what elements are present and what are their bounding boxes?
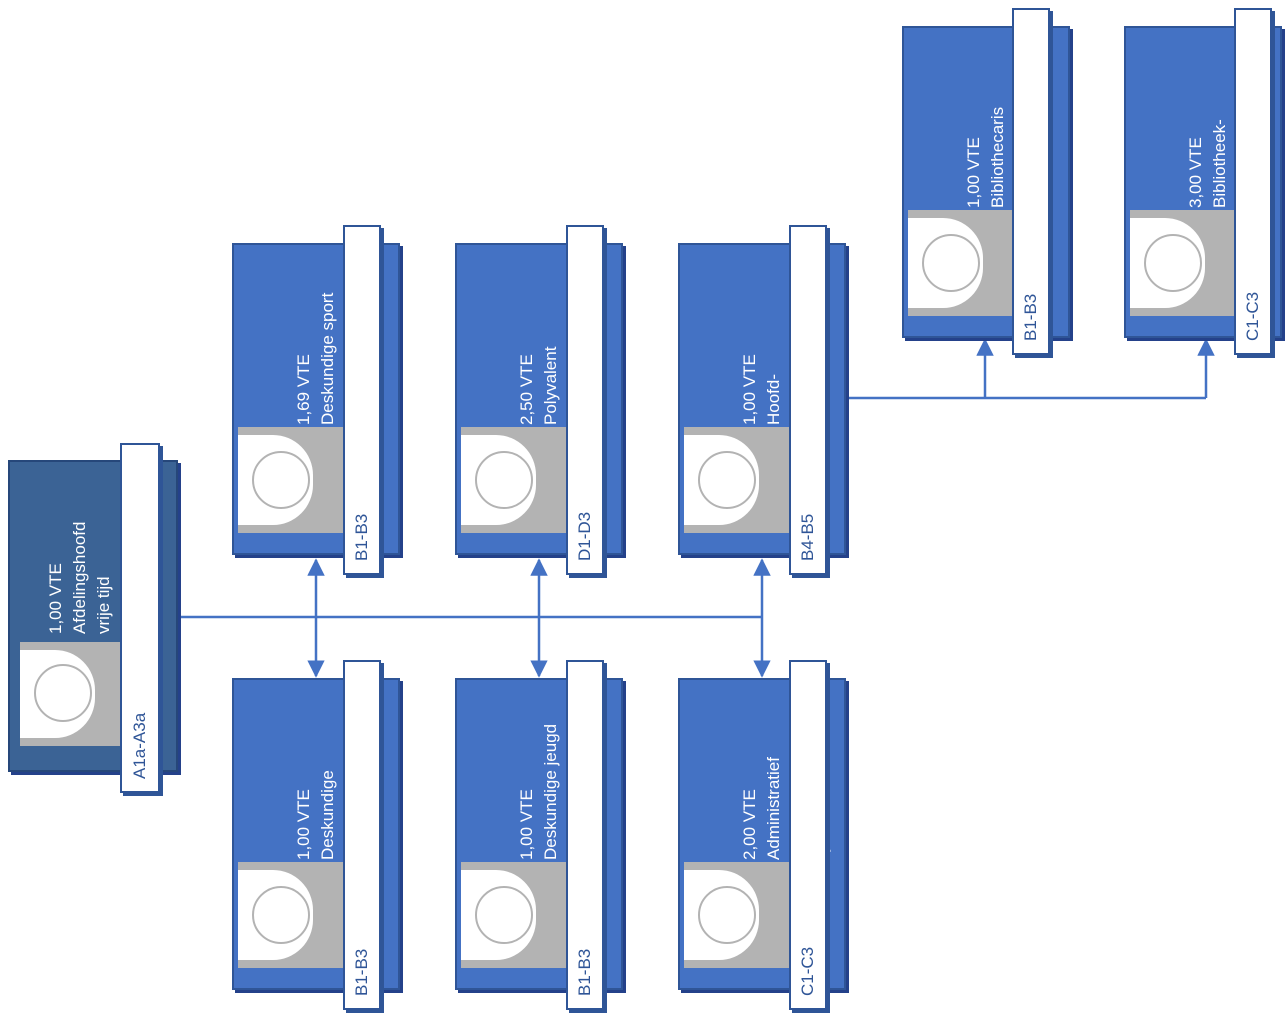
grade-tab-bibmw: C1-C3 [1234,8,1272,355]
position-text: 1,00 VTE Bibliothecaris [962,38,1010,208]
grade-label: C1-C3 [798,946,817,996]
vte-label: 1,00 VTE [294,789,313,860]
vte-label: 3,00 VTE [1186,137,1205,208]
vte-label: 2,00 VTE [740,789,759,860]
vte-label: 1,69 VTE [294,354,313,425]
grade-tab-admin: C1-C3 [789,660,827,1010]
vte-label: 1,00 VTE [964,137,983,208]
grade-label: B1-B3 [575,948,594,996]
grade-label: B4-B5 [798,513,817,561]
person-placeholder-icon [684,862,792,968]
title-line-2: vrije tijd [94,576,113,634]
person-placeholder-icon [461,862,569,968]
person-placeholder-icon [20,642,128,746]
title-line1: Administratief [764,757,783,860]
person-placeholder-icon [238,427,346,533]
grade-label: C1-C3 [1243,291,1262,341]
grade-tab-jeugd: B1-B3 [566,660,604,1010]
grade-tab-sport: B1-B3 [343,225,381,575]
position-text: 1,69 VTE Deskundige sport [292,255,340,425]
person-placeholder-icon [461,427,569,533]
vte-label: 1,00 VTE [46,563,65,634]
grade-label: B1-B3 [1021,293,1040,341]
grade-tab-afdelingshoofd: A1a-A3a [120,443,160,793]
grade-tab-polyvalent: D1-D3 [566,225,604,575]
vte-label: 1,00 VTE [740,354,759,425]
title-line-1: Afdelingshoofd [70,521,89,634]
title-line1: Deskundige jeugd [541,723,560,860]
person-placeholder-icon [1130,210,1238,316]
title-line1: Polyvalent [541,346,560,425]
position-text: 1,00 VTE Deskundige jeugd [515,690,563,860]
title-line1: Deskundige [318,770,337,860]
grade-label: D1-D3 [575,511,594,561]
grade-label: B1-B3 [352,513,371,561]
grade-label: A1a-A3a [130,712,149,779]
title-line1: Deskundige sport [318,292,337,425]
person-placeholder-icon [684,427,792,533]
person-placeholder-icon [908,210,1016,316]
head-text: 1,00 VTE Afdelingshoofd vrije tijd [44,474,116,634]
grade-tab-cultuur: B1-B3 [343,660,381,1010]
grade-label: B1-B3 [352,948,371,996]
title-line1: Bibliothecaris [988,106,1007,208]
title-line1: Hoofd- [764,373,783,425]
title-line1: Bibliotheek- [1210,119,1229,208]
vte-label: 2,50 VTE [517,354,536,425]
grade-tab-hoofdbib: B4-B5 [789,225,827,575]
vte-label: 1,00 VTE [517,789,536,860]
grade-tab-bib: B1-B3 [1012,8,1050,355]
person-placeholder-icon [238,862,346,968]
